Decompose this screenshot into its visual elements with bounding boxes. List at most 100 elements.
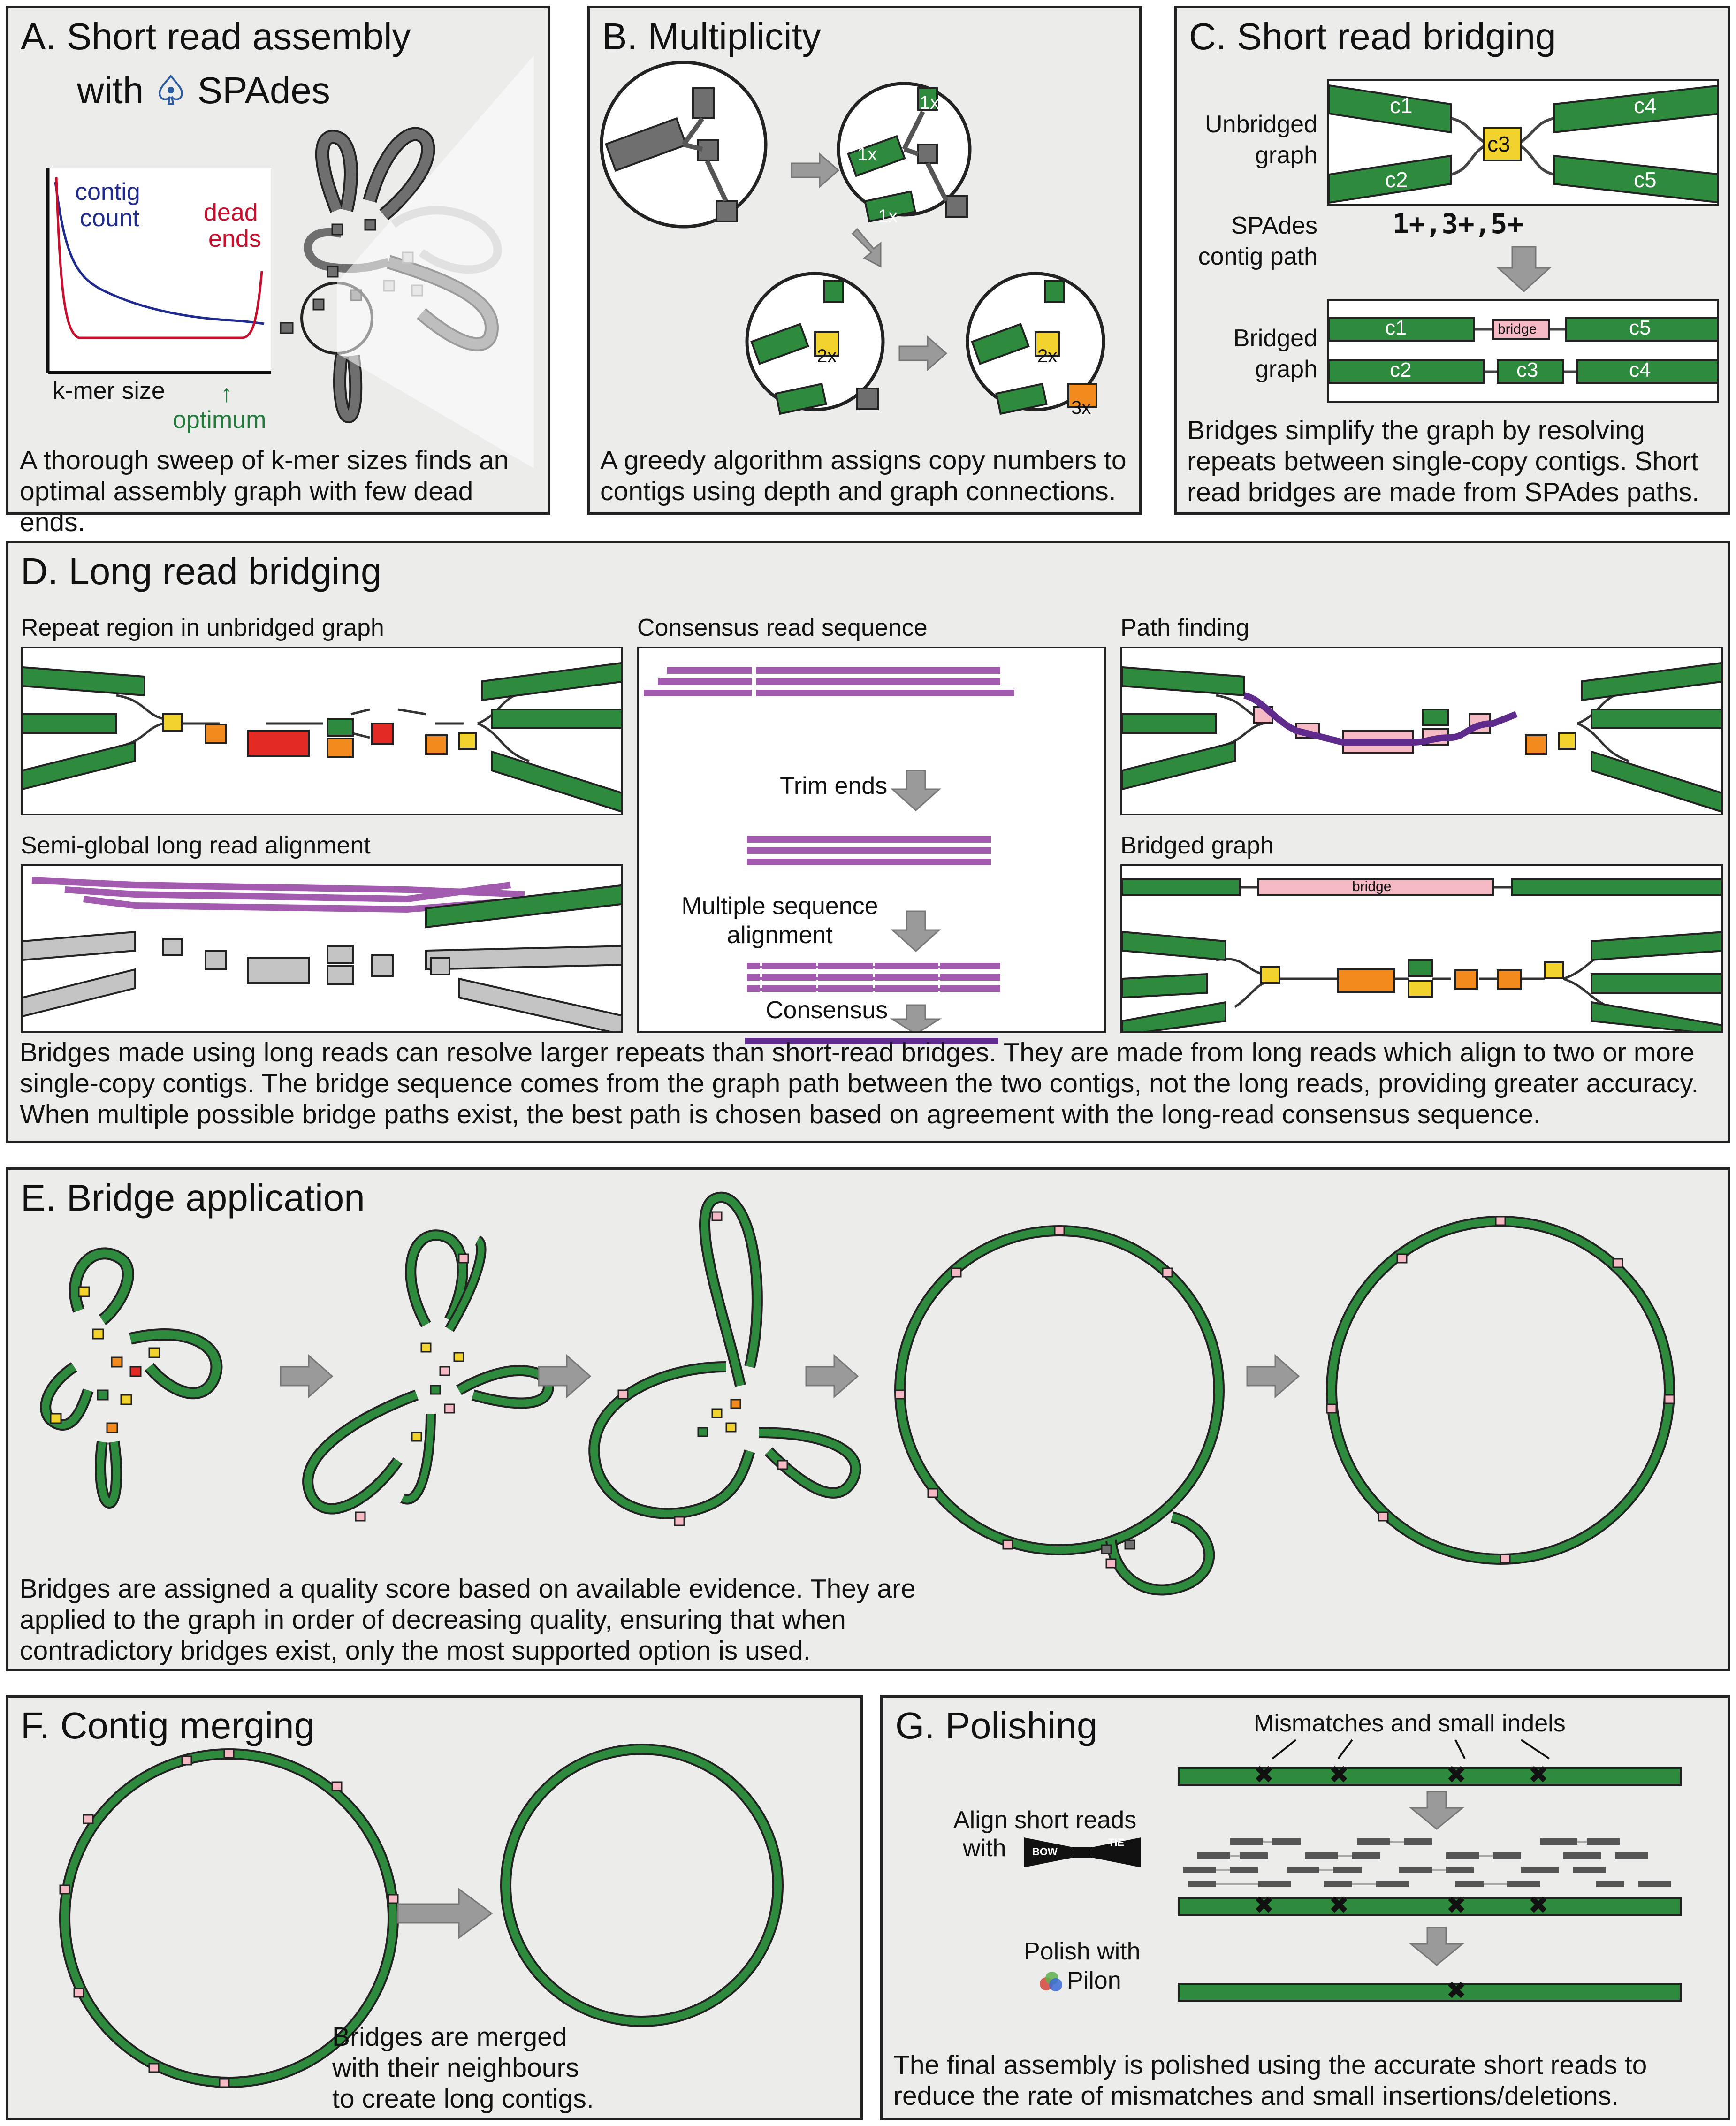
panel-b-title: B. Multiplicity [602,15,821,57]
optimum-arrow-icon: ↑ [221,380,233,407]
tag-2x-a: 2x [817,346,837,366]
svg-text:✖: ✖ [1528,1761,1549,1789]
stage-4-graph [894,1225,1225,1596]
svg-text:✖: ✖ [1254,1891,1274,1920]
stage-3-graph [588,1191,861,1526]
stage-2-graph [302,1229,554,1522]
svg-text:✖: ✖ [1528,1891,1549,1920]
bridged-graph-box: c1 bridge c5 c2 c3 c4 [1327,299,1719,403]
msa-label-1: Multiple sequence [681,892,878,920]
panel-f-title: F. Contig merging [21,1705,315,1746]
pilon-logo-icon [1038,1971,1066,1994]
trim-ends-label: Trim ends [780,772,888,800]
spades-name: SPAdes [197,69,330,111]
optimum-label: optimum [173,406,266,434]
unbridged-label-2: graph [1255,142,1317,169]
panel-e: E. Bridge application [6,1167,1730,1671]
panel-f-caption: Bridges are merged with their neighbours… [332,2022,594,2114]
svg-text:✖: ✖ [1329,1891,1349,1920]
dead-ends-curve [55,177,263,339]
sub-path: Path finding [1120,614,1249,641]
multiplicity-diagram [600,61,1105,415]
panel-c-title: C. Short read bridging [1189,15,1556,57]
panel-a-title: A. Short read assembly [21,15,411,57]
spades-path-label-2: contig path [1198,243,1317,270]
c1-label: c1 [1390,93,1413,118]
bridged-c5: c5 [1629,316,1651,339]
tie-text: TIE [1108,1836,1125,1848]
bridged-bridge: bridge [1498,321,1537,337]
bridged-c2: c2 [1390,358,1412,381]
dead-label: dead [204,199,258,226]
long-bridged-box: bridge [1120,864,1723,1033]
svg-text:✖: ✖ [1446,1977,1467,2005]
panel-a: A. Short read assembly with SPAdes conti… [6,6,550,537]
polishing-diagram: ✖ ✖ ✖ ✖ [1178,1739,1682,2005]
spades-contig-path: 1+,3+,5+ [1393,208,1524,240]
panel-e-title: E. Bridge application [21,1177,365,1219]
sub-repeat: Repeat region in unbridged graph [21,614,384,641]
panel-g-caption: The final assembly is polished using the… [893,2050,1647,2111]
contig-label: contig [75,178,140,206]
ends-label: ends [208,225,261,252]
semi-global-box [21,864,623,1033]
tag-1x-a: 1x [920,92,940,113]
tag-1x-b: 1x [857,144,877,165]
panel-g-title: G. Polishing [895,1705,1098,1746]
unbridged-label-1: Unbridged [1205,111,1317,138]
contig-merging-diagram [59,1744,784,2088]
tag-2x-b: 2x [1037,346,1058,366]
c5-label: c5 [1634,168,1657,192]
bow-text: BOW [1032,1846,1058,1858]
panel-b: B. Multiplicity [587,6,1142,515]
with-label: with [77,69,144,111]
align-label-2: with [963,1835,1006,1862]
path-finding-box [1120,647,1723,815]
panel-d-caption: Bridges made using long reads can resolv… [20,1037,1699,1129]
bridged-c3: c3 [1516,358,1538,381]
stage-5-graph [1326,1216,1675,1565]
sub-semi: Semi-global long read alignment [21,832,371,859]
bridged-c4: c4 [1629,358,1651,381]
svg-text:✖: ✖ [1329,1761,1349,1789]
pilon-name: Pilon [1067,1967,1121,1994]
msa-label-2: alignment [727,922,833,949]
tag-1x-c: 1x [878,206,898,227]
long-bridge-label: bridge [1352,879,1392,894]
panel-e-caption: Bridges are assigned a quality score bas… [20,1574,916,1666]
consensus-sequence-bar [745,1038,998,1044]
sub-bridged: Bridged graph [1120,832,1274,859]
panel-c-caption: Bridges simplify the graph by resolving … [1187,415,1700,507]
count-label: count [80,205,140,232]
panel-g: G. Polishing Mismatches and small indels… [880,1695,1730,2120]
sub-consensus: Consensus read sequence [637,614,928,641]
tangled-graph [271,55,534,468]
c4-label: c4 [1634,93,1657,118]
contig-count-curve [54,182,265,325]
short-reads-pileup [1183,1838,1671,1887]
down-arrow-icon [1496,246,1552,293]
svg-text:✖: ✖ [1254,1761,1274,1789]
spades-path-label-1: SPAdes [1231,212,1317,239]
panel-a-title-line2: with SPAdes [77,69,330,112]
c2-label: c2 [1385,168,1408,192]
spades-logo-icon [154,73,187,106]
svg-text:✖: ✖ [1446,1891,1467,1920]
stage-1-graph [40,1247,223,1509]
panel-f: F. Contig merging Bridges are merged wit… [6,1695,863,2120]
consensus-box: Trim ends Multiple sequence alignment Co… [637,647,1106,1033]
polish-label: Polish with [1024,1938,1141,1965]
svg-text:✖: ✖ [1446,1761,1467,1789]
bridged-c1: c1 [1385,316,1407,339]
panel-d: D. Long read bridging Repeat region in u… [6,541,1730,1143]
panel-c: C. Short read bridging Unbridged graph S… [1174,6,1730,515]
kmer-axis-label: k-mer size [53,377,165,404]
kmer-chart: contig count dead ends [46,168,271,374]
consensus-label: Consensus [766,997,888,1024]
tag-3x: 3x [1071,397,1091,418]
panel-a-caption: A thorough sweep of k-mer sizes finds an… [20,445,509,537]
panel-b-caption: A greedy algorithm assigns copy numbers … [600,445,1127,506]
bridge-application-diagram [40,1191,1675,1596]
short-reads-links [1216,1841,1587,1885]
c3-label: c3 [1487,132,1510,156]
